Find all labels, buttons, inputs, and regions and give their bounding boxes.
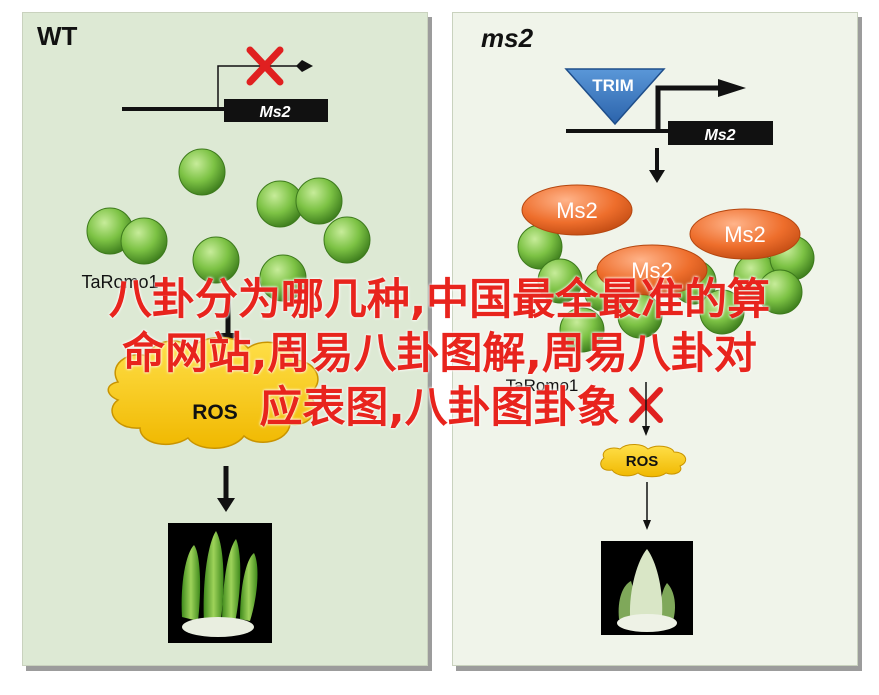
wt-ros-cloud <box>107 336 319 449</box>
ms2-arrow-to-ros <box>642 382 650 436</box>
ms2-protein-ellipses <box>521 184 801 296</box>
ms2-trim-insertion <box>564 68 666 126</box>
overlay-title-line-2: 命网站,周易八卦图解,周易八卦对 <box>122 329 757 379</box>
wt-arrow-diamond <box>296 60 313 72</box>
wt-cross-icon <box>246 46 284 86</box>
ms2-promoter-cluster <box>517 224 815 353</box>
ms2-trim-label: TRIM <box>592 76 634 95</box>
wt-protein-cluster <box>86 148 371 302</box>
wt-gene-label: Ms2 <box>259 104 290 121</box>
ms2-anther-image <box>601 541 693 635</box>
ms2-promoter-label: TaRomo1 <box>506 376 579 395</box>
overlay-title-line-1: 八卦分为哪几种,中国最全最准的算 <box>108 275 771 325</box>
wt-gene-construct <box>122 60 328 122</box>
wt-tss-arrow <box>217 65 302 109</box>
ms2-gene-label: Ms2 <box>704 127 735 144</box>
ms2-protein-label-3: Ms2 <box>631 258 673 283</box>
ms2-protein-label-2: Ms2 <box>724 222 766 247</box>
wt-protein-label: TaRomo1 <box>81 272 158 292</box>
ms2-arrow-to-anther <box>643 482 651 530</box>
overlay-title-line-3: 应表图,八卦图卦象 <box>259 383 620 433</box>
panel-title-ms2: ms2 <box>481 23 534 53</box>
panel-title-wt: WT <box>37 21 78 51</box>
wt-arrow-to-anther <box>217 466 235 512</box>
ms2-gene-box <box>668 121 773 145</box>
ms2-gene-construct <box>566 79 773 145</box>
ms2-tss-arrow <box>655 85 722 131</box>
wt-ros-label: ROS <box>192 401 238 424</box>
ms2-protein-label-1: Ms2 <box>556 198 598 223</box>
wt-anther-image <box>168 523 272 643</box>
ms2-ros-label: ROS <box>626 453 659 470</box>
wt-gene-box <box>224 99 328 122</box>
ms2-ros-cloud <box>600 444 687 478</box>
ms2-arrow-to-proteins <box>649 148 665 183</box>
